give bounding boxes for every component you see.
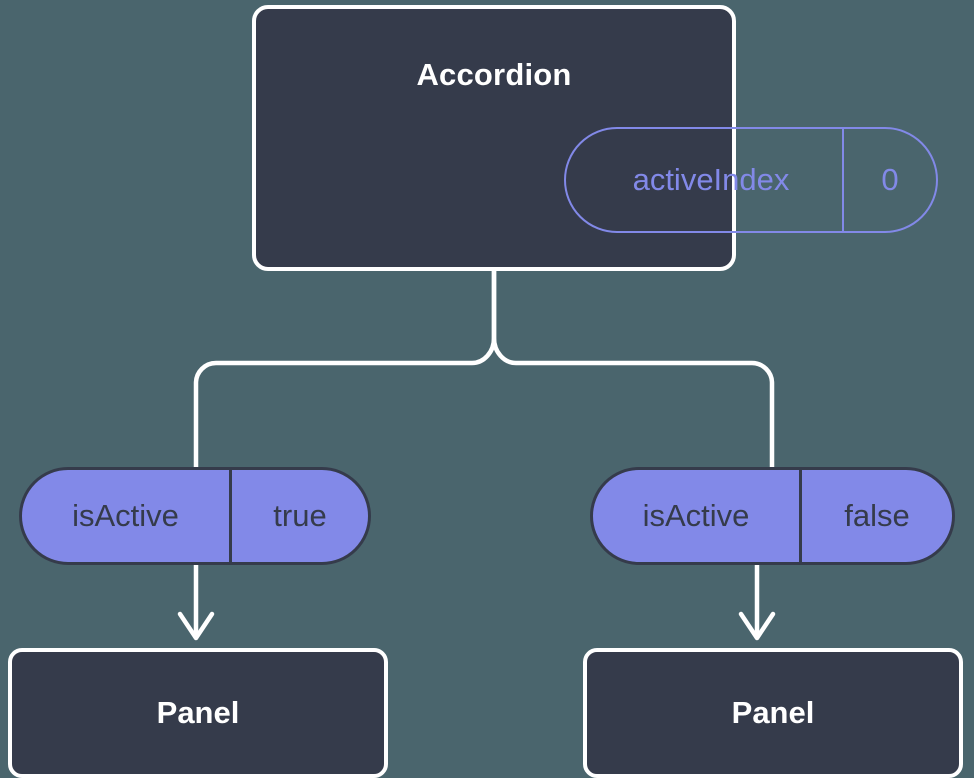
component-title-panel-right: Panel — [731, 694, 815, 730]
component-node-panel-left[interactable]: Panel — [8, 648, 388, 778]
component-title-panel-left: Panel — [156, 694, 240, 730]
arrow-down-icon-left — [177, 611, 215, 641]
connector-right-branch — [491, 268, 775, 470]
prop-pill-value: true — [273, 498, 327, 533]
connector-left-branch — [193, 268, 497, 470]
arrow-down-icon-right — [738, 611, 776, 641]
component-node-accordion[interactable]: Accordion activeIndex 0 — [252, 5, 938, 271]
prop-pill-is-active-false[interactable]: isActive false — [590, 467, 955, 565]
component-node-panel-right[interactable]: Panel — [583, 648, 963, 778]
state-pill-active-index[interactable]: activeIndex 0 — [564, 127, 938, 233]
state-pill-value: 0 — [881, 162, 899, 197]
prop-pill-key: isActive — [22, 470, 232, 562]
state-pill-key: activeIndex — [566, 129, 844, 231]
prop-pill-value: false — [844, 498, 910, 533]
component-title-accordion: Accordion — [416, 57, 572, 92]
prop-pill-key: isActive — [593, 470, 802, 562]
prop-pill-is-active-true[interactable]: isActive true — [19, 467, 371, 565]
